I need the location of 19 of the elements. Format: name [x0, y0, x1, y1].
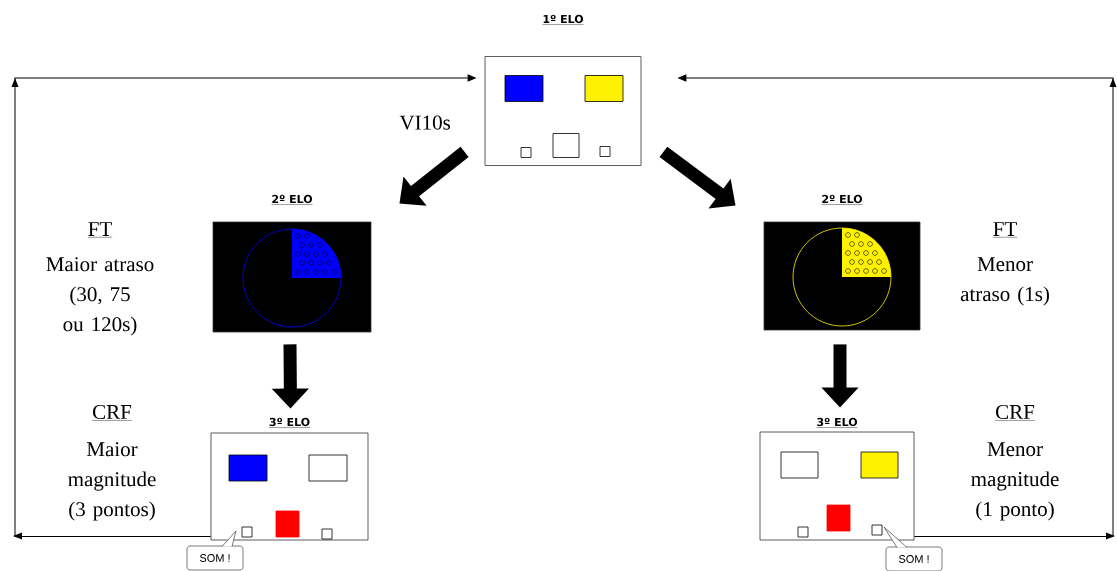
- edge-label: VI10s: [398, 114, 452, 131]
- heading: 3º ELO: [268, 417, 311, 428]
- label-heading: CRF: [994, 404, 1036, 421]
- label-heading: CRF: [91, 404, 133, 421]
- return-arrow: [11, 74, 476, 540]
- label-text: Menor magnitude (1 ponto): [971, 442, 1059, 521]
- heading: 2º ELO: [821, 194, 863, 205]
- speech-bubble: SOM !: [883, 526, 943, 571]
- heading: 2º ELO: [271, 194, 313, 205]
- heading: 1º ELO: [542, 14, 584, 25]
- label-text: Menor atraso (1s): [960, 257, 1049, 306]
- heading: 3º ELO: [816, 417, 858, 428]
- label-heading: FT: [992, 222, 1018, 238]
- speech-bubble: SOM !: [186, 530, 244, 571]
- label-text: Maior magnitude (3 pontos): [68, 442, 156, 521]
- label-text: Maior atraso (30, 75 ou 120s): [46, 257, 154, 336]
- block-arrow: [399, 146, 469, 206]
- return-arrow: [678, 74, 1117, 540]
- label-heading: FT: [87, 222, 113, 238]
